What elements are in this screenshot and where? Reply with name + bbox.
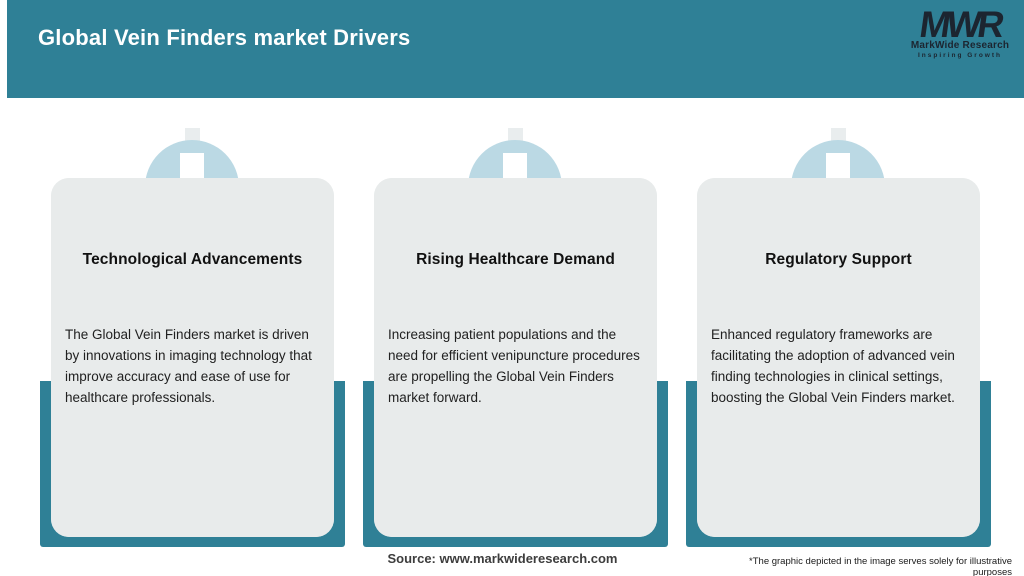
page-title: Global Vein Finders market Drivers	[38, 25, 411, 50]
driver-card-column-2: Rising Healthcare Demand Increasing pati…	[363, 0, 668, 576]
markwide-research-logo: MWR MarkWide Research Inspiring Growth	[910, 4, 1010, 59]
disclaimer-text: *The graphic depicted in the image serve…	[749, 556, 1012, 576]
card-title: Regulatory Support	[765, 251, 912, 268]
card-body: Increasing patient populations and the n…	[388, 327, 640, 405]
driver-card-column-3: Regulatory Support Enhanced regulatory f…	[686, 0, 991, 576]
logo-tagline: Inspiring Growth	[918, 52, 1002, 59]
card-title: Technological Advancements	[82, 251, 303, 268]
source-text: Source: www.markwideresearch.com	[387, 551, 618, 566]
card-title: Rising Healthcare Demand	[416, 251, 615, 268]
header-bar: Global Vein Finders market Drivers MWR M…	[7, 0, 1024, 98]
driver-card-column-1: Technological Advancements The Global Ve…	[40, 0, 345, 576]
logo-name: MarkWide Research	[910, 40, 1010, 51]
card-body: The Global Vein Finders market is driven…	[65, 327, 312, 405]
card-body: Enhanced regulatory frameworks are facil…	[711, 327, 955, 405]
